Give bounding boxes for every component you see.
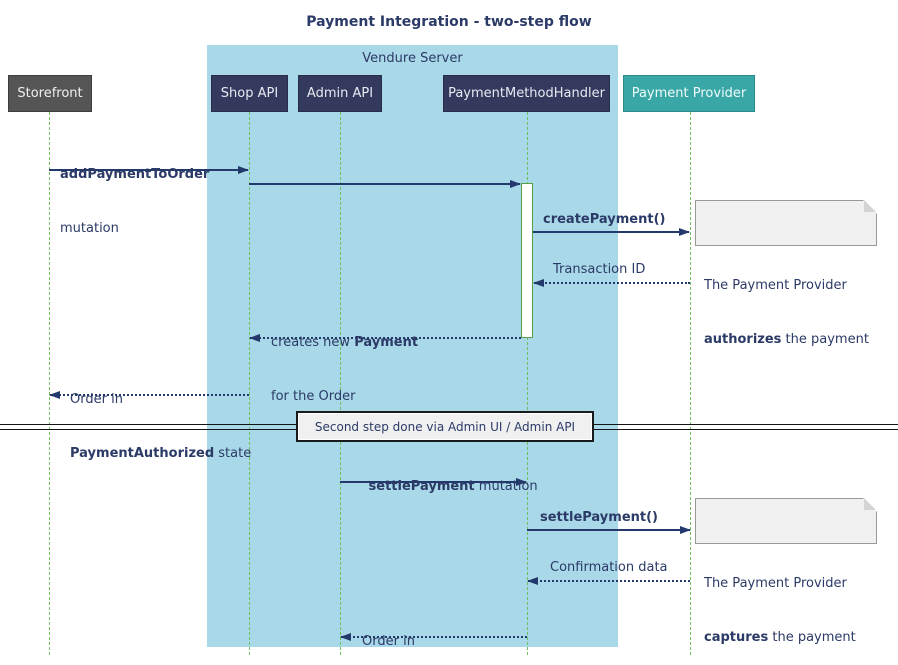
arrowhead-left-icon [340,633,351,641]
participant-admin-api: Admin API [298,75,382,112]
message-label-settle-payment-call: settlePayment() [540,510,658,525]
participant-label: Admin API [306,86,374,101]
arrowhead-right-icon [516,478,527,486]
arrow-confirmation-data-return [527,577,690,586]
message-label-confirmation-data: Confirmation data [550,560,668,575]
section-divider-label: Second step done via Admin UI / Admin AP… [296,411,594,442]
arrowhead-right-icon [510,180,521,188]
arrow-shaft [49,169,248,171]
diagram-title: Payment Integration - two-step flow [306,14,592,30]
activation-bar-payment-method-handler [521,183,533,338]
arrowhead-left-icon [49,391,60,399]
message-label-transaction-id: Transaction ID [553,262,646,277]
arrowhead-right-icon [238,166,249,174]
arrow-add-payment-to-order [49,166,249,175]
participant-label: Shop API [220,86,279,101]
participant-payment-provider: Payment Provider [623,75,755,112]
participant-label: Storefront [17,86,83,101]
participant-label: PaymentMethodHandler [448,86,605,101]
arrowhead-left-icon [533,279,544,287]
message-label-create-payment: createPayment() [543,212,666,227]
arrow-shaft [527,529,690,531]
lifeline-admin-api [340,112,341,655]
arrow-shaft [50,394,249,396]
arrow-payment-authorized-return [49,391,249,400]
arrow-shop-api-to-handler [249,180,521,189]
message-label-creates-payment: creates new Payment for the Order [271,335,419,404]
arrowhead-left-icon [249,334,260,342]
arrow-settle-payment-call [527,526,691,535]
participant-label: Payment Provider [631,86,747,101]
message-label-add-payment-to-order: addPaymentToOrder mutation [60,167,210,236]
lifeline-payment-provider [690,112,691,655]
vendure-server-label: Vendure Server [362,51,463,66]
arrow-create-payment [533,228,690,237]
arrow-shaft [534,282,690,284]
message-label-settle-payment-mutation: settlePayment mutation [368,479,538,494]
arrow-shaft [340,481,526,483]
lifeline-storefront [49,112,50,655]
note-fold-flap-icon [864,200,876,212]
arrow-shaft [250,337,521,339]
note-authorizes-payment: The Payment Provider authorizes the paym… [695,200,877,347]
participant-payment-method-handler: PaymentMethodHandler [443,75,610,112]
arrow-payment-settled-return [340,633,527,642]
arrow-settle-payment-mutation [340,478,527,487]
note-fold-flap-icon [864,498,876,510]
vendure-server-box: Vendure Server [207,45,618,647]
arrow-shaft [528,580,690,582]
participant-shop-api: Shop API [211,75,288,112]
arrowhead-right-icon [680,526,691,534]
message-label-payment-authorized: Order in PaymentAuthorized state [70,392,252,461]
lifeline-shop-api [249,112,250,655]
arrow-shaft [341,636,527,638]
arrow-transaction-id-return [533,279,690,288]
message-label-payment-settled: Order in PaymentSettled state [362,634,415,649]
lifeline-payment-method-handler [527,112,528,655]
arrow-shaft [533,231,689,233]
arrowhead-right-icon [679,228,690,236]
arrow-shaft [249,183,520,185]
arrowhead-left-icon [527,577,538,585]
arrow-creates-payment-return [249,334,521,343]
participant-storefront: Storefront [8,75,92,112]
note-captures-payment: The Payment Provider captures the paymen… [695,498,877,645]
